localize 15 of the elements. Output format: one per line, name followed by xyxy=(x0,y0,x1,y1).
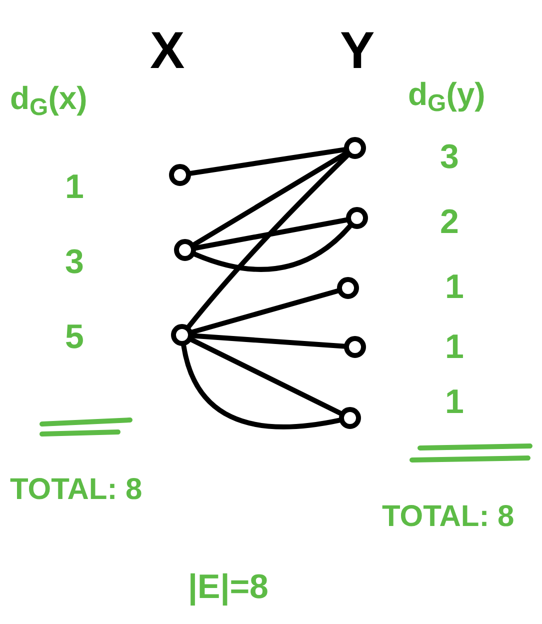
degree-value: 1 xyxy=(445,330,464,364)
degree-value: 1 xyxy=(65,170,84,204)
degree-value: 3 xyxy=(440,140,459,174)
column-heading: X xyxy=(150,25,185,77)
degree-value: 2 xyxy=(440,205,459,239)
degree-value: 1 xyxy=(445,385,464,419)
column-heading: Y xyxy=(340,25,375,77)
total-text: |E|=8 xyxy=(188,570,268,604)
total-text: TOTAL: 8 xyxy=(10,475,142,505)
degree-value: 3 xyxy=(65,245,84,279)
degree-heading: d$_{G}$(y) xyxy=(408,78,486,110)
total-text: TOTAL: 8 xyxy=(382,502,514,532)
degree-value: 5 xyxy=(65,320,84,354)
degree-value: 1 xyxy=(445,270,464,304)
degree-heading: d$_{G}$(x) xyxy=(10,82,88,114)
